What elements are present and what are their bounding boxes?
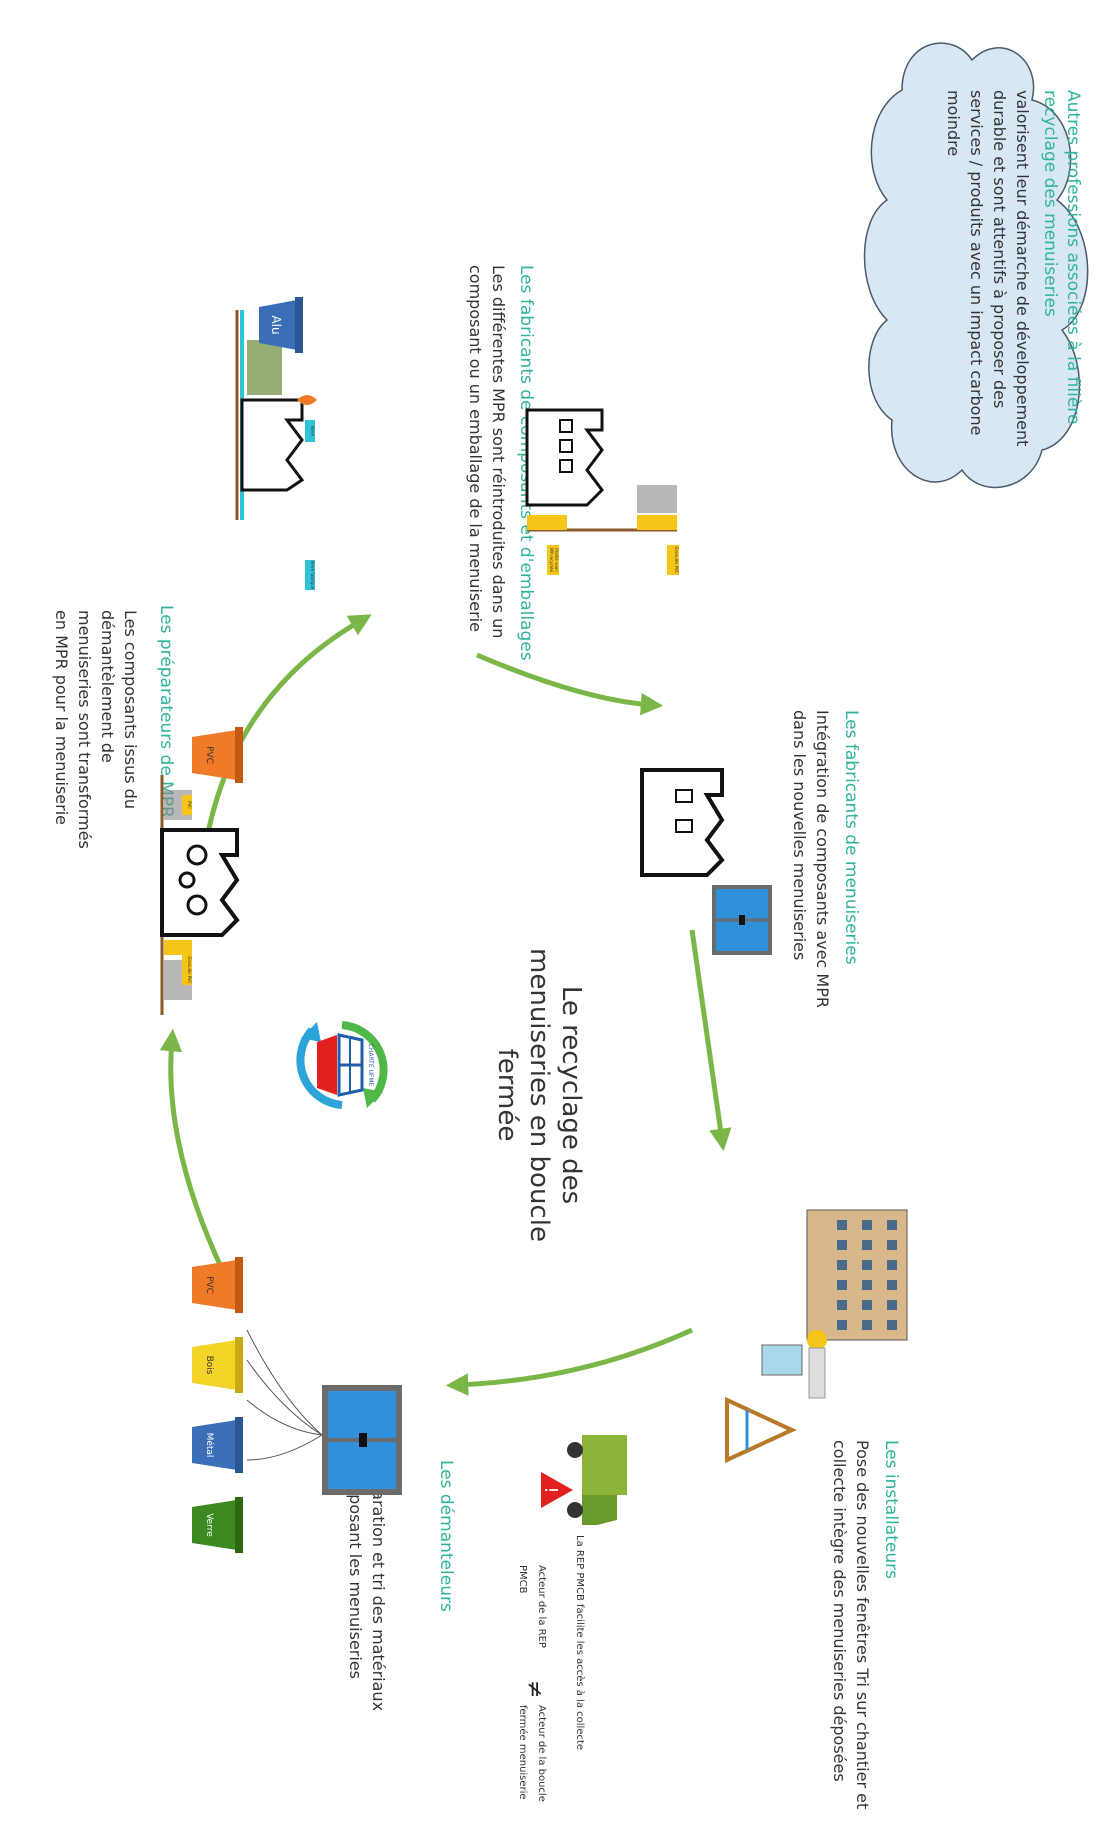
new-window-icon: [712, 885, 772, 955]
svg-text:!: !: [540, 1486, 561, 1493]
bin-preparateurs-pvc-icon: PVC: [192, 727, 243, 783]
bin-verre-label: Verre: [204, 1513, 214, 1537]
truck-icon: [567, 1435, 627, 1525]
worker-icon: [761, 1330, 827, 1399]
bin-bois-label: Bois: [204, 1356, 214, 1375]
verre-factory-icon: [235, 310, 317, 520]
building-icon: [806, 1209, 908, 1341]
fabricants-composants-body: Les différentes MPR sont réintroduites d…: [466, 265, 508, 639]
cloud-body: valorisent leur démarche de développemen…: [944, 90, 1032, 447]
factory-preparateurs-icon: [160, 775, 240, 1015]
neq-symbol: ≠: [522, 1680, 547, 1699]
acteur-rep-label: Acteur de la REP PMCB: [517, 1565, 547, 1648]
bin-metal-icon: Métal: [192, 1417, 243, 1473]
tag-granules-pvc-1: Granulés PVC: [667, 545, 679, 575]
installateurs-heading: Les installateurs: [881, 1440, 901, 1579]
warning-icon: !: [540, 1472, 573, 1508]
acteur-boucle-label: Acteur de la boucle fermée menuiserie: [517, 1705, 547, 1802]
tag-granules-pvc-2: Granulés PVC: [182, 955, 192, 985]
fabricants-menuiseries-heading: Les fabricants de menuiseries: [841, 710, 861, 965]
bin-alu-label: Alu: [269, 315, 283, 334]
bin-alu-icon: Alu: [259, 297, 303, 353]
factory-menuiseries-icon: [640, 768, 725, 877]
bin-bois-icon: Bois: [192, 1337, 243, 1393]
tag-profile-pvc: Profilé avec MP recyclée: [547, 545, 559, 575]
cloud-heading: Autres professions associées à la filièr…: [1040, 90, 1083, 425]
bin-preparateurs-label: PVC: [204, 746, 214, 764]
cloud-shape: [863, 42, 1089, 489]
tag-verre-nouveau: Verre fabriqué: [305, 560, 315, 590]
factory-composants-icon: [525, 408, 677, 532]
arrow-to-fabricants-menuiseries: [476, 652, 664, 716]
tag-pvc: PVC: [182, 795, 192, 815]
old-window-icon: [322, 1385, 402, 1495]
scaffold-icon: [725, 1396, 797, 1464]
arrow-to-demanteleurs: [445, 1327, 694, 1396]
bin-metal-label: Métal: [204, 1433, 215, 1458]
charte-ufme-logo: CHARTE UFME: [296, 1021, 388, 1109]
bin-pvc-icon: PVC: [192, 1257, 243, 1313]
installateurs-body: Pose des nouvelles fenêtres Tri sur chan…: [830, 1440, 872, 1810]
tag-verre: Verre: [305, 420, 315, 442]
arrow-to-installateurs: [689, 929, 732, 1152]
demanteleurs-body: Séparation et tri des matériaux composan…: [346, 1460, 388, 1712]
rep-caption: La REP PMCB facilite les accès à la coll…: [574, 1535, 585, 1751]
arrow-to-preparateurs: [159, 1028, 235, 1292]
demanteleurs-heading: Les démanteleurs: [436, 1460, 456, 1612]
bin-verre-icon: Verre: [192, 1497, 243, 1553]
bin-pvc-label: PVC: [204, 1276, 214, 1294]
fabricants-menuiseries-body: Intégration de composants avec MPR dans …: [790, 710, 832, 1008]
logo-text: CHARTE UFME: [367, 1044, 374, 1087]
center-title: Le recyclage des menuiseries en boucle f…: [492, 948, 586, 1242]
arrow-to-fabricants-composants: [199, 614, 372, 871]
dispatch-lines: [246, 1329, 323, 1461]
